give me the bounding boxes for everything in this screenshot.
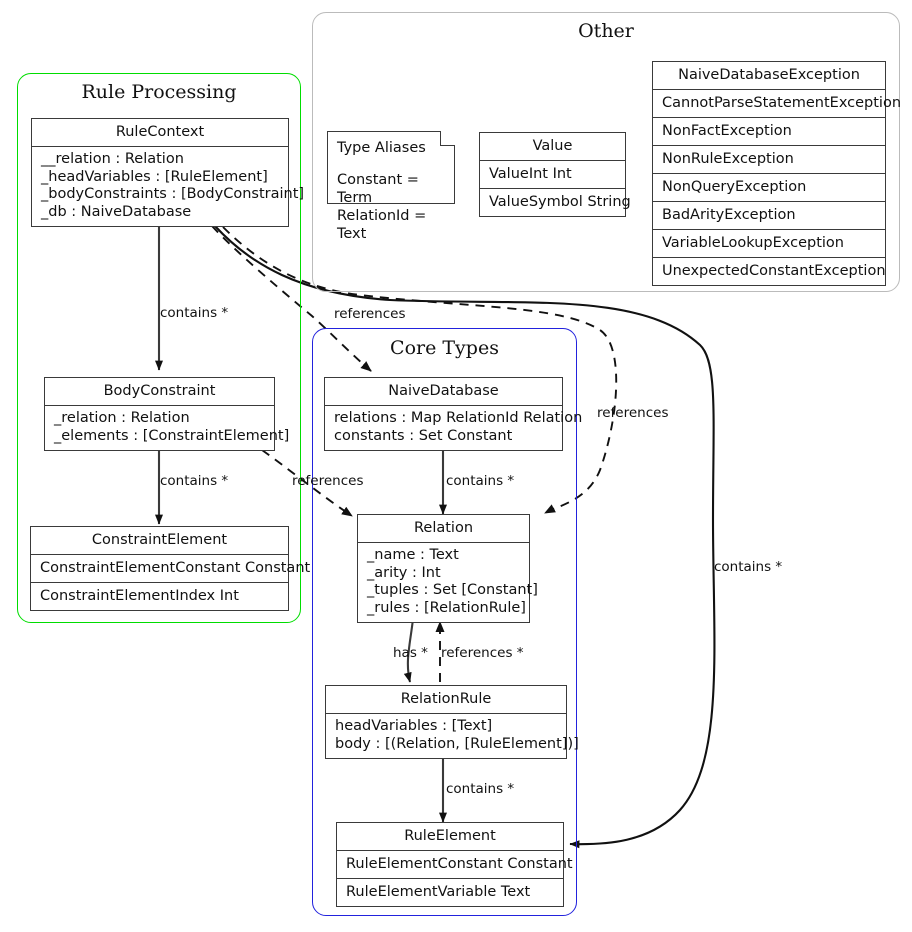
- class-relationrule-name: RelationRule: [326, 686, 566, 714]
- attribute: headVariables : [Text]: [335, 718, 493, 734]
- class-value-row: ValueInt Int: [480, 161, 625, 189]
- class-relation-name: Relation: [358, 515, 529, 543]
- attribute: _relation : Relation: [54, 410, 190, 426]
- class-rulecontext-attrs: __relation : Relation _headVariables : […: [32, 147, 305, 226]
- attribute: _arity : Int: [367, 564, 441, 581]
- package-core-types: [312, 328, 577, 916]
- class-naivedatabaseexception-row: VariableLookupException: [653, 230, 885, 258]
- package-core-types-title: Core Types: [390, 337, 499, 359]
- class-naivedatabaseexception-row: CannotParseStatementException: [653, 90, 901, 118]
- class-constraintelement-name: ConstraintElement: [31, 527, 288, 555]
- class-naivedatabaseexception-row: NonRuleException: [653, 146, 885, 174]
- note-type-aliases: Type Aliases Constant = Term RelationId …: [327, 130, 456, 242]
- class-naivedatabaseexception[interactable]: NaiveDatabaseException CannotParseStatem…: [652, 61, 901, 286]
- class-naivedatabaseexception-row: BadArityException: [653, 202, 885, 230]
- class-relationrule[interactable]: RelationRule headVariables : [Text] body…: [325, 685, 579, 759]
- class-naivedatabase-name: NaiveDatabase: [325, 378, 562, 406]
- class-constraintelement-row: ConstraintElementConstant Constant: [31, 555, 310, 583]
- class-naivedatabaseexception-row: UnexpectedConstantException: [662, 263, 886, 279]
- class-naivedatabase[interactable]: NaiveDatabase relations : Map RelationId…: [324, 377, 583, 451]
- class-relationrule-attrs: headVariables : [Text] body : [(Relation…: [326, 714, 579, 758]
- package-rule-processing-title: Rule Processing: [81, 81, 237, 103]
- class-rulecontext-name: RuleContext: [32, 119, 288, 147]
- attribute: constants : Set Constant: [334, 427, 513, 444]
- class-naivedatabase-attrs: relations : Map RelationId Relation cons…: [325, 406, 583, 450]
- edge-label-rulecontext-naivedatabase: references: [334, 306, 406, 322]
- edge-label-bodyconstraint-constraintelement: contains *: [160, 473, 229, 489]
- note-line: RelationId = Text: [337, 208, 427, 242]
- class-ruleelement[interactable]: RuleElement RuleElementConstant Constant…: [336, 822, 573, 907]
- attribute: _headVariables : [RuleElement]: [41, 168, 268, 185]
- attribute: __relation : Relation: [41, 151, 184, 167]
- class-value[interactable]: Value ValueInt Int ValueSymbol String: [479, 132, 631, 217]
- class-ruleelement-name: RuleElement: [337, 823, 563, 851]
- edge-label-relationrule-ruleelement: contains *: [446, 781, 515, 797]
- class-naivedatabaseexception-row: NonQueryException: [653, 174, 885, 202]
- edge-label-naivedatabase-relation: contains *: [446, 473, 515, 489]
- edge-label-relation-relationrule: has *: [393, 645, 428, 661]
- edge-label-rulecontext-bodyconstraint: contains *: [160, 305, 229, 321]
- package-rule-processing: [17, 73, 301, 623]
- class-naivedatabaseexception-name: NaiveDatabaseException: [653, 62, 885, 90]
- attribute: _bodyConstraints : [BodyConstraint]: [41, 186, 305, 202]
- edge-label-rulecontext-ruleelement: contains *: [714, 559, 783, 575]
- edge-label-rulecontext-relation: references: [597, 405, 669, 421]
- class-rulecontext[interactable]: RuleContext __relation : Relation _headV…: [31, 118, 305, 227]
- class-constraintelement-row: ConstraintElementIndex Int: [40, 588, 239, 604]
- attribute: body : [(Relation, [RuleElement])]: [335, 735, 579, 752]
- attribute: _elements : [ConstraintElement]: [54, 427, 290, 444]
- class-bodyconstraint-attrs: _relation : Relation _elements : [Constr…: [45, 406, 290, 450]
- edge-label-bodyconstraint-relation: references: [292, 473, 364, 489]
- class-relation-attrs: _name : Text _arity : Int _tuples : Set …: [358, 543, 538, 622]
- package-other-title: Other: [578, 20, 634, 42]
- note-spacer: [337, 157, 445, 171]
- edge-label-relationrule-relation: references *: [441, 645, 524, 661]
- package-other: [312, 12, 900, 292]
- attribute: _db : NaiveDatabase: [41, 203, 192, 220]
- class-relation[interactable]: Relation _name : Text _arity : Int _tupl…: [357, 514, 538, 623]
- class-bodyconstraint[interactable]: BodyConstraint _relation : Relation _ele…: [44, 377, 290, 451]
- class-value-row: ValueSymbol String: [489, 194, 631, 210]
- note-title: Type Aliases: [337, 140, 426, 156]
- class-ruleelement-row: RuleElementConstant Constant: [337, 851, 573, 879]
- class-bodyconstraint-name: BodyConstraint: [45, 378, 274, 406]
- note-line: Constant = Term: [337, 172, 419, 206]
- attribute: _name : Text: [367, 547, 459, 563]
- attribute: _tuples : Set [Constant]: [367, 582, 538, 598]
- attribute: _rules : [RelationRule]: [367, 599, 526, 616]
- class-naivedatabaseexception-row: NonFactException: [653, 118, 885, 146]
- attribute: relations : Map RelationId Relation: [334, 410, 583, 426]
- class-constraintelement[interactable]: ConstraintElement ConstraintElementConst…: [30, 526, 310, 611]
- class-ruleelement-row: RuleElementVariable Text: [346, 884, 531, 900]
- class-value-name: Value: [480, 133, 625, 161]
- note-fold-icon: [440, 131, 455, 146]
